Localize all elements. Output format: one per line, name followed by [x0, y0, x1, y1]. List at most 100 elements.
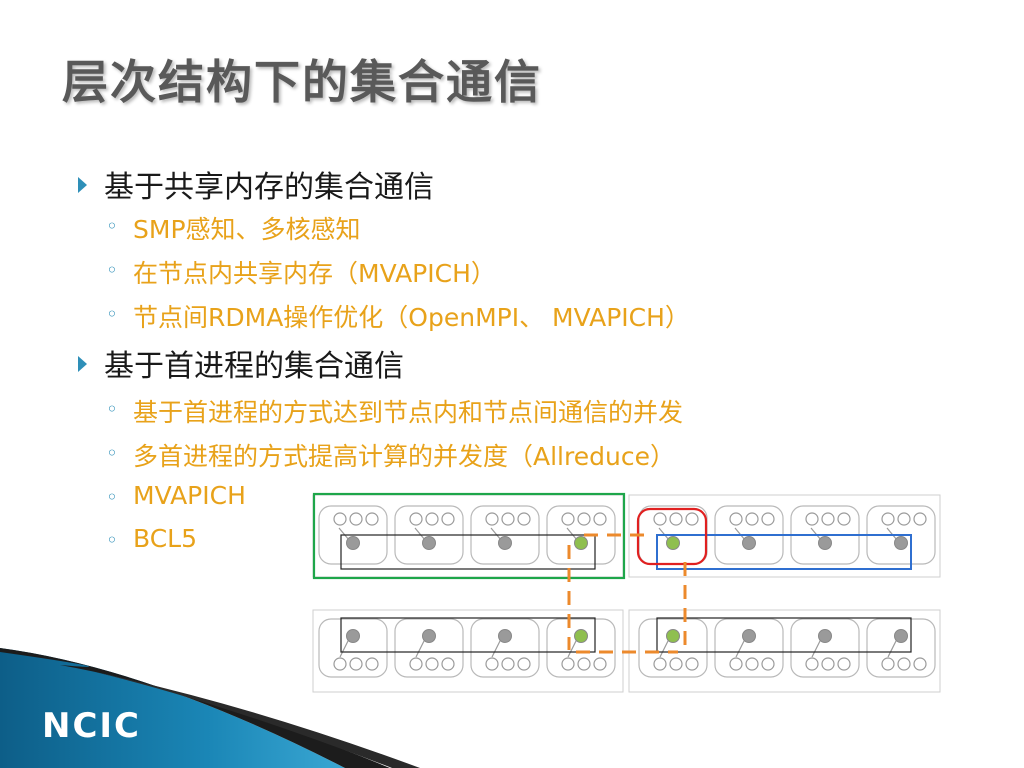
core-circle [761, 657, 775, 671]
process-node [742, 629, 756, 643]
process-node [818, 629, 832, 643]
intra-node-group-box [656, 617, 912, 653]
core-circle [441, 657, 455, 671]
bullet-level2: SMP感知、多核感知 [133, 215, 361, 244]
node-link [659, 638, 670, 658]
core-circle [761, 512, 775, 526]
corner-blue-band [0, 648, 345, 768]
core-circle [745, 512, 759, 526]
node-link [566, 527, 578, 541]
core-circle [897, 657, 911, 671]
bullet-level1: 基于共享内存的集合通信 [104, 170, 434, 205]
leader-process [574, 629, 588, 643]
core-circle [501, 657, 515, 671]
core-circle [349, 657, 363, 671]
core-circle [913, 512, 927, 526]
core-circle [729, 657, 743, 671]
core-circle [821, 512, 835, 526]
process-node [422, 536, 436, 550]
process-node [498, 629, 512, 643]
core-circle [485, 657, 499, 671]
leader-process [666, 536, 680, 550]
core-circle [821, 657, 835, 671]
green-group-box [312, 492, 626, 580]
core-circle [365, 657, 379, 671]
core-circle [593, 512, 607, 526]
core-circle [729, 512, 743, 526]
core-circle [561, 512, 575, 526]
process-node [818, 536, 832, 550]
bullet-level2: 在节点内共享内存（MVAPICH） [133, 259, 496, 288]
core-circle [805, 657, 819, 671]
core-circle [837, 512, 851, 526]
core-circle [669, 512, 683, 526]
leader-process [666, 629, 680, 643]
process-node [346, 536, 360, 550]
core-circle [485, 512, 499, 526]
blue-group-box [656, 534, 912, 570]
node-link [811, 638, 822, 658]
core-circle [653, 512, 667, 526]
core-circle [913, 657, 927, 671]
bullet-arrow-icon [78, 177, 87, 193]
bullet-level2: BCL5 [133, 524, 198, 553]
core-circle [653, 657, 667, 671]
core-circle [425, 512, 439, 526]
node-panel [628, 494, 941, 578]
core-circle [441, 512, 455, 526]
node-link [339, 638, 350, 658]
bullet-circle-icon: ◦ [106, 528, 118, 552]
core-circle [409, 512, 423, 526]
core-circle [517, 512, 531, 526]
core-circle [897, 512, 911, 526]
core-circle [577, 512, 591, 526]
core-circle [501, 512, 515, 526]
bullet-level1: 基于首进程的集合通信 [104, 349, 404, 384]
corner-black-swoosh-2 [95, 672, 420, 768]
leader-process [574, 536, 588, 550]
bullet-circle-icon: ◦ [106, 214, 118, 238]
core-circle [685, 657, 699, 671]
node-link [415, 638, 426, 658]
process-node [422, 629, 436, 643]
core-circle [349, 512, 363, 526]
core-circle [745, 657, 759, 671]
bullet-circle-icon: ◦ [106, 485, 118, 509]
bullet-level2: 基于首进程的方式达到节点内和节点间通信的并发 [133, 398, 684, 427]
core-circle [837, 657, 851, 671]
process-node [894, 536, 908, 550]
process-node [742, 536, 756, 550]
slide-title: 层次结构下的集合通信 [62, 55, 542, 109]
bullet-level2: 多首进程的方式提高计算的并发度（Allreduce） [133, 442, 675, 471]
core-circle [805, 512, 819, 526]
node-link [490, 527, 502, 541]
bullet-arrow-icon [78, 356, 87, 372]
core-circle [577, 657, 591, 671]
process-node [894, 629, 908, 643]
core-circle [593, 657, 607, 671]
node-link [567, 638, 578, 658]
core-circle [881, 657, 895, 671]
bullet-circle-icon: ◦ [106, 397, 118, 421]
bullet-circle-icon: ◦ [106, 258, 118, 282]
intra-node-group-box [340, 617, 596, 653]
corner-black-swoosh [0, 648, 390, 768]
core-circle [669, 657, 683, 671]
core-circle [333, 657, 347, 671]
bullet-circle-icon: ◦ [106, 302, 118, 326]
core-circle [365, 512, 379, 526]
bullet-level2: 节点间RDMA操作优化（OpenMPI、 MVAPICH） [133, 303, 690, 332]
node-link [491, 638, 502, 658]
core-circle [517, 657, 531, 671]
node-link [735, 638, 746, 658]
bullet-level2: MVAPICH [133, 481, 246, 510]
core-circle [333, 512, 347, 526]
node-link [338, 527, 350, 541]
core-circle [881, 512, 895, 526]
bullet-circle-icon: ◦ [106, 441, 118, 465]
process-node [498, 536, 512, 550]
node-link [887, 638, 898, 658]
node-link [414, 527, 426, 541]
